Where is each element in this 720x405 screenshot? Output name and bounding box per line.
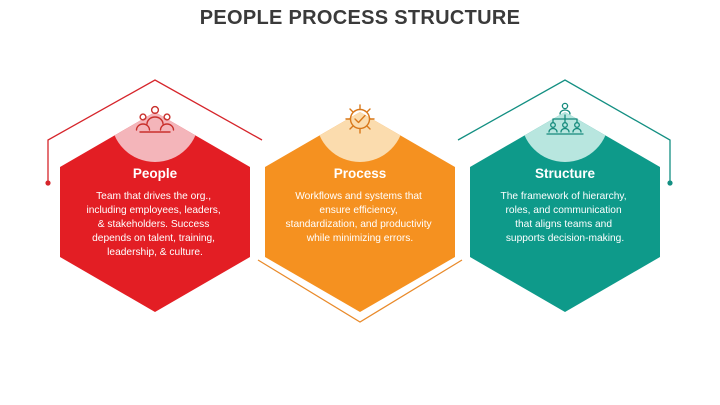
- people-description: Team that drives the org., including emp…: [86, 191, 223, 258]
- people-description-line: leadership, & culture.: [107, 247, 203, 258]
- people-description-line: Team that drives the org.,: [96, 191, 211, 202]
- people-heading: People: [133, 166, 178, 181]
- structure-description: The framework of hierarchy, roles, and c…: [501, 191, 630, 244]
- card-process: Process Workflows and systems that ensur…: [257, 104, 463, 323]
- people-description-line: & stakeholders. Success: [98, 219, 210, 230]
- people-description-line: including employees, leaders,: [86, 205, 220, 216]
- process-outline: [257, 259, 463, 323]
- structure-heading: Structure: [535, 166, 596, 181]
- process-description-line: standardization, and productivity: [286, 219, 433, 230]
- process-description: Workflows and systems that ensure effici…: [286, 191, 435, 244]
- process-description-line: ensure efficiency,: [319, 205, 397, 216]
- process-hexagon: [265, 112, 455, 312]
- structure-description-line: that aligns teams and: [515, 219, 612, 230]
- structure-description-line: roles, and communication: [506, 205, 622, 216]
- team-people-icon: [135, 105, 175, 133]
- structure-description-line: supports decision-making.: [506, 233, 624, 244]
- structure-outline-dot: [667, 180, 673, 186]
- org-chart-icon: [546, 102, 584, 135]
- people-icon-circle: [111, 112, 199, 162]
- people-outline: [47, 79, 263, 183]
- process-description-line: Workflows and systems that: [295, 191, 422, 202]
- people-outline-dot: [45, 180, 51, 186]
- process-description-line: while minimizing errors.: [306, 233, 413, 244]
- structure-hexagon: [470, 112, 660, 312]
- slide-title: PEOPLE PROCESS STRUCTURE: [199, 7, 521, 29]
- process-icon-circle: [316, 112, 404, 162]
- card-people: People Team that drives the org., includ…: [45, 79, 263, 312]
- structure-outline: [457, 79, 671, 183]
- gear-check-icon: [345, 104, 375, 134]
- structure-description-line: The framework of hierarchy,: [501, 191, 627, 202]
- card-structure: Structure The framework of hierarchy, ro…: [457, 79, 673, 312]
- people-hexagon: [60, 112, 250, 312]
- process-heading: Process: [334, 166, 387, 181]
- people-description-line: depends on talent, training,: [92, 233, 215, 244]
